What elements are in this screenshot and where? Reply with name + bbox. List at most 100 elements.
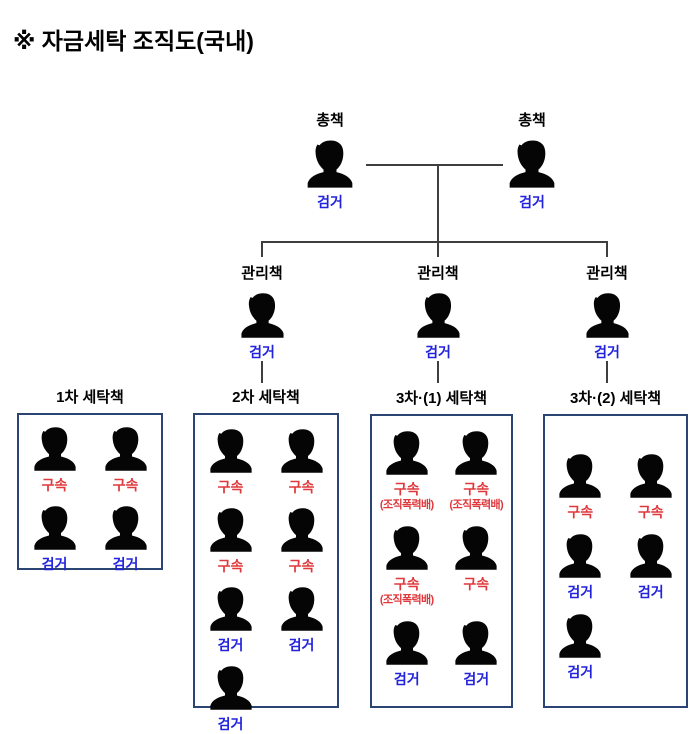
member-figure: 구속 — [545, 452, 616, 522]
person-icon — [31, 425, 79, 473]
manager-figure-3: 관리책 검거 — [564, 262, 650, 362]
person-icon — [207, 664, 255, 712]
status-label: 검거 — [519, 194, 545, 210]
role-label: 총책 — [316, 112, 344, 129]
box-1st-laundering: 구속 구속 검거 검거 — [17, 413, 163, 572]
member-figure: 검거 — [195, 585, 266, 655]
member-figure: 검거 — [19, 504, 90, 574]
status-note: (조직폭력배) — [379, 499, 434, 511]
status-note: (조직폭력배) — [379, 594, 434, 606]
person-icon — [627, 452, 675, 500]
member-figure: 검거 — [195, 664, 266, 734]
person-icon — [556, 532, 604, 580]
connector-manager-3-to-box — [606, 361, 608, 383]
status-label: 검거 — [637, 584, 664, 600]
connector-trunk-vertical — [437, 164, 439, 242]
person-icon — [304, 138, 356, 190]
member-figure: 구속 (조직폭력배) — [372, 429, 442, 511]
person-icon — [627, 532, 675, 580]
status-label: 검거 — [567, 664, 594, 680]
person-icon — [506, 138, 558, 190]
box-title-3rd-2: 3차·(2) 세탁책 — [569, 390, 662, 407]
box-3rd-2-laundering: 구속 구속 검거 검거 검거 — [543, 414, 688, 708]
member-figure: 검거 — [90, 504, 161, 574]
status-label: 검거 — [594, 344, 620, 360]
status-label: 검거 — [112, 556, 139, 572]
status-label: 구속 — [393, 481, 420, 497]
member-figure: 구속 (조직폭력배) — [372, 524, 442, 606]
status-label: 검거 — [217, 637, 244, 653]
status-label: 구속 — [217, 479, 244, 495]
role-label: 관리책 — [586, 265, 628, 282]
status-label: 구속 — [217, 558, 244, 574]
person-icon — [452, 619, 500, 667]
box-3rd-1-laundering: 구속 (조직폭력배) 구속 (조직폭력배) 구속 (조직폭력배) 구속 검거 검… — [370, 414, 513, 708]
status-label: 검거 — [288, 637, 315, 653]
manager-figure-1: 관리책 검거 — [219, 262, 305, 362]
person-icon — [102, 425, 150, 473]
page-title: ※ 자금세탁 조직도(국내) — [13, 28, 254, 54]
member-figure: 구속 — [442, 524, 512, 606]
connector-stub-manager-2 — [437, 241, 439, 257]
member-figure: 구속 (조직폭력배) — [442, 429, 512, 511]
status-label: 검거 — [393, 671, 420, 687]
boss-figure-2: 총책 검거 — [489, 109, 575, 212]
manager-figure-2: 관리책 검거 — [395, 262, 481, 362]
person-icon — [452, 429, 500, 477]
role-label: 관리책 — [241, 265, 283, 282]
status-label: 검거 — [41, 556, 68, 572]
status-label: 구속 — [637, 504, 664, 520]
connector-managers-horizontal — [261, 241, 608, 243]
status-label: 구속 — [393, 576, 420, 592]
member-figure: 구속 — [19, 425, 90, 495]
box-title-3rd-1: 3차·(1) 세탁책 — [395, 390, 488, 407]
member-figure: 검거 — [616, 532, 687, 602]
connector-manager-1-to-box — [261, 361, 263, 383]
status-label: 검거 — [217, 716, 244, 732]
person-icon — [583, 291, 632, 340]
person-icon — [556, 452, 604, 500]
status-label: 구속 — [112, 477, 139, 493]
role-label: 총책 — [518, 112, 546, 129]
status-label: 구속 — [288, 558, 315, 574]
person-icon — [556, 612, 604, 660]
boss-figure-1: 총책 검거 — [287, 109, 373, 212]
status-label: 구속 — [463, 481, 490, 497]
person-icon — [278, 506, 326, 554]
member-figure: 검거 — [545, 612, 616, 682]
person-icon — [278, 427, 326, 475]
connector-manager-2-to-box — [437, 361, 439, 383]
member-figure: 검거 — [266, 585, 337, 655]
role-label: 관리책 — [417, 265, 459, 282]
member-figure: 검거 — [372, 619, 442, 689]
status-label: 검거 — [425, 344, 451, 360]
person-icon — [383, 524, 431, 572]
person-icon — [238, 291, 287, 340]
box-title-2nd: 2차 세탁책 — [232, 389, 300, 406]
person-icon — [452, 524, 500, 572]
box-title-1st: 1차 세탁책 — [56, 389, 124, 406]
status-label: 구속 — [41, 477, 68, 493]
member-figure: 검거 — [545, 532, 616, 602]
status-note: (조직폭력배) — [449, 499, 504, 511]
person-icon — [383, 619, 431, 667]
status-label: 구속 — [288, 479, 315, 495]
person-icon — [207, 585, 255, 633]
status-label: 검거 — [249, 344, 275, 360]
person-icon — [278, 585, 326, 633]
member-figure: 구속 — [616, 452, 687, 522]
person-icon — [102, 504, 150, 552]
status-label: 검거 — [463, 671, 490, 687]
connector-bosses-horizontal — [366, 164, 503, 166]
member-figure: 검거 — [442, 619, 512, 689]
person-icon — [207, 427, 255, 475]
status-label: 검거 — [317, 194, 343, 210]
person-icon — [383, 429, 431, 477]
member-figure: 구속 — [266, 427, 337, 497]
box-2nd-laundering: 구속 구속 구속 구속 검거 검거 검거 — [193, 413, 339, 732]
person-icon — [31, 504, 79, 552]
member-figure: 구속 — [195, 427, 266, 497]
connector-stub-manager-1 — [261, 241, 263, 257]
member-figure: 구속 — [90, 425, 161, 495]
